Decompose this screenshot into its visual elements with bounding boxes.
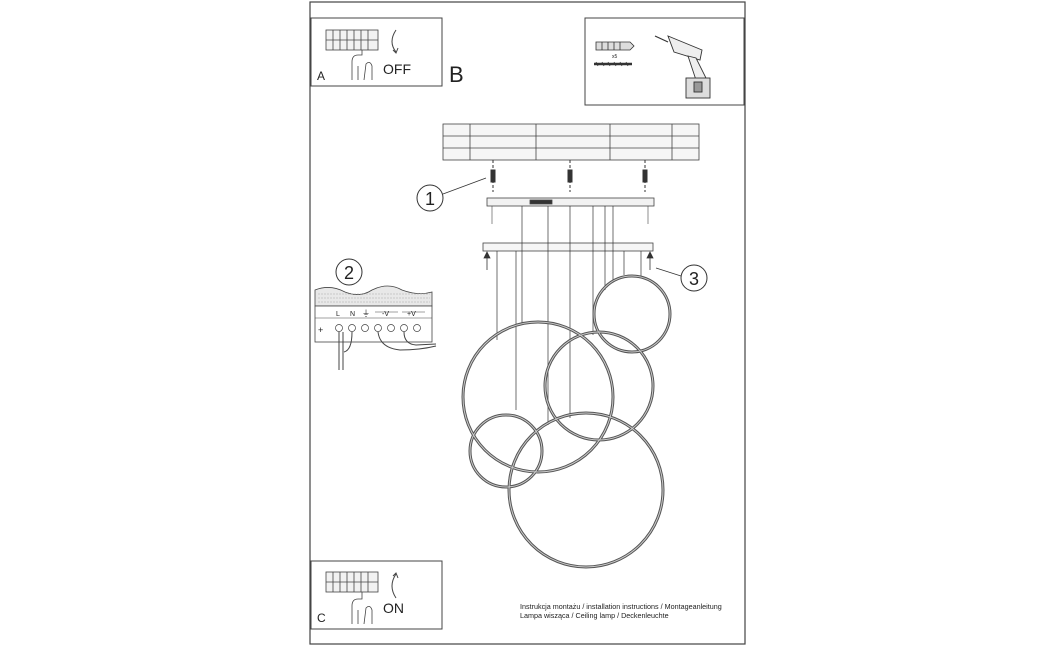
panel-a-letter: A: [317, 69, 325, 83]
breaker-switch-on-icon: [325, 571, 399, 625]
terminal-wires: [338, 331, 437, 370]
mounting-screws: [490, 160, 648, 192]
panel-a-action: OFF: [383, 61, 411, 77]
panel-a: A OFF: [310, 17, 443, 87]
page-border: [309, 1, 746, 645]
footer-product-name: Lampa wisząca / Ceiling lamp / Deckenleu…: [520, 611, 669, 620]
panel-c: C ON: [310, 560, 443, 630]
step-marker-1: 1: [416, 177, 487, 212]
cover-plate: [482, 242, 654, 252]
step-marker-2: 2: [335, 258, 363, 286]
ring-medium-right: [543, 330, 655, 442]
ceiling-canopy: [442, 123, 700, 161]
panel-c-action: ON: [383, 600, 404, 616]
ring-large-left: [461, 320, 615, 474]
terminal-plus-sign: +: [318, 325, 323, 335]
terminal-screws: [335, 324, 421, 332]
mounting-bracket: [486, 197, 655, 224]
screw-anchor-icon: [594, 41, 635, 67]
drill-icon: [654, 35, 711, 99]
panel-b-letter: B: [449, 62, 464, 87]
footer-instructions: Instrukcja montażu / installation instru…: [520, 602, 722, 611]
tools-quantity: x5: [612, 54, 618, 60]
terminal-label-minus-v: -V: [382, 311, 389, 318]
terminal-label-plus-v: +V: [407, 311, 416, 318]
suspension-wires: [496, 206, 642, 425]
panel-c-letter: C: [317, 611, 326, 625]
terminal-block-diagram: L N ⏚ -V +V +: [314, 285, 437, 370]
step-3-label: 3: [689, 269, 699, 289]
step-2-label: 2: [344, 263, 354, 283]
step-1-label: 1: [425, 189, 435, 209]
guide-arrows: [483, 251, 654, 270]
terminal-label-n: N: [350, 311, 355, 318]
terminal-label-ground: ⏚: [362, 309, 370, 318]
step-marker-3: 3: [655, 264, 708, 292]
ring-bottom-large: [507, 411, 665, 569]
breaker-switch-off-icon: [325, 29, 399, 81]
terminal-label-l: L: [336, 311, 340, 318]
ring-lamp: [461, 274, 672, 569]
tools-panel: x5: [584, 17, 745, 106]
